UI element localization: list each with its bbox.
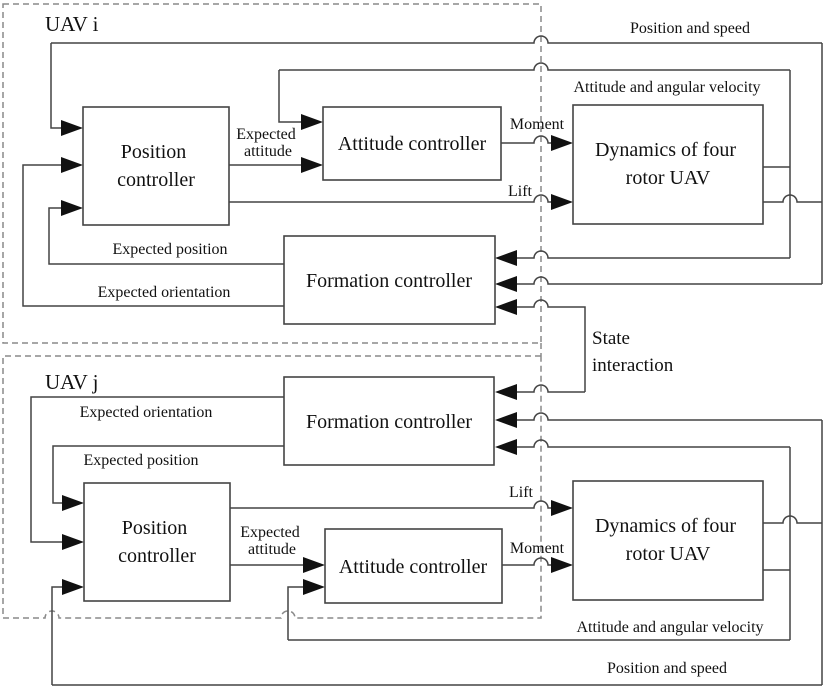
uav-j-position-controller-box <box>83 482 231 602</box>
uav-i-title: UAV i <box>45 12 99 36</box>
uav-i-position-controller-box <box>82 106 230 226</box>
arrow-moment-into-uav-j-dynamics <box>551 557 573 573</box>
arrow-into-uav-j-position-controller-mid <box>62 534 84 550</box>
arrow-into-uav-j-attitude-controller-top <box>303 557 325 573</box>
state-interaction-label: State interaction <box>592 328 674 376</box>
uav-j-position-speed-feedback-line <box>51 412 823 686</box>
uav-i-position-speed-feedback-line <box>50 35 823 285</box>
arrow-into-uav-j-formation-controller-bottom <box>495 439 517 455</box>
uav-i-attitude-controller-box <box>322 106 502 181</box>
uav-j-attitude-controller-label: Attitude controller <box>339 556 488 578</box>
uav-i-lift-line <box>229 194 551 203</box>
uav-i-formation-controller-label: Formation controller <box>306 270 472 292</box>
uav-i-position-controller-label: Position controller <box>117 141 195 191</box>
arrow-lift-into-uav-i-dynamics <box>551 194 573 210</box>
uav-i-arrowheads <box>61 114 573 315</box>
arrow-into-uav-i-position-controller-top <box>61 120 83 136</box>
uav-j-moment-label: Moment <box>510 540 565 557</box>
uav-j-expected-attitude-label: Expected attitude <box>240 524 304 558</box>
arrow-into-uav-i-formation-controller-bottom <box>495 299 517 315</box>
uav-i-attitude-controller-label: Attitude controller <box>338 133 487 155</box>
uav-j-expected-position-line <box>52 445 284 504</box>
uav-j-position-controller-label: Position controller <box>118 517 196 567</box>
uav-i-expected-orientation-line <box>22 164 284 307</box>
arrow-into-uav-j-attitude-controller-bottom <box>303 579 325 595</box>
arrow-into-uav-j-position-controller-bottom <box>62 579 84 595</box>
uav-i-formation-controller-box <box>283 235 496 325</box>
uav-i-expected-attitude-label: Expected attitude <box>236 126 300 160</box>
uav-i-boundary <box>2 3 542 344</box>
arrow-lift-into-uav-j-dynamics <box>551 500 573 516</box>
uav-j-lift-label: Lift <box>509 484 534 501</box>
uav-j-formation-controller-box <box>283 376 495 466</box>
uav-i-moment-line <box>501 135 551 144</box>
uav-j-boundary <box>2 355 542 619</box>
arrow-into-uav-j-formation-controller-mid <box>495 412 517 428</box>
arrow-into-uav-i-formation-controller-mid <box>495 276 517 292</box>
uav-i-moment-label: Moment <box>510 116 565 133</box>
arrow-moment-into-uav-i-dynamics <box>551 135 573 151</box>
uav-i-expected-position-label: Expected position <box>112 241 227 258</box>
uav-j-lift-line <box>230 500 551 509</box>
uav-j-arrowheads <box>62 384 573 595</box>
uav-i-attitude-feedback-line <box>278 62 791 259</box>
arrow-into-uav-i-position-controller-mid <box>61 157 83 173</box>
uav-j-position-speed-label: Position and speed <box>607 660 727 677</box>
uav-i-expected-position-line <box>48 207 284 265</box>
uav-j-moment-line <box>502 557 551 566</box>
uav-j-attitude-controller-box <box>324 528 503 604</box>
uav-j-attitude-feedback-line <box>287 439 791 641</box>
arrow-into-uav-i-attitude-controller-bottom <box>301 157 323 173</box>
uav-j-attitude-angular-velocity-label: Attitude and angular velocity <box>576 619 763 636</box>
arrow-into-uav-j-formation-controller-top <box>495 384 517 400</box>
arrow-into-uav-j-position-controller-top <box>62 495 84 511</box>
arrow-into-uav-i-formation-controller-top <box>495 250 517 266</box>
uav-i-dynamics-label: Dynamics of four rotor UAV <box>595 139 741 189</box>
uav-j-expected-orientation-line <box>30 396 284 543</box>
state-interaction-line <box>517 299 586 393</box>
uav-j-expected-position-label: Expected position <box>83 452 198 469</box>
uav-i-position-speed-label: Position and speed <box>630 20 750 37</box>
arrow-into-uav-i-position-controller-bottom <box>61 200 83 216</box>
uav-j-title: UAV j <box>45 370 99 394</box>
uav-i-dynamics-box <box>572 104 764 225</box>
uav-j-dynamics-box <box>572 480 764 601</box>
uav-j-formation-controller-label: Formation controller <box>306 411 472 433</box>
uav-i-attitude-angular-velocity-label: Attitude and angular velocity <box>573 79 760 96</box>
uav-i-expected-orientation-label: Expected orientation <box>98 284 231 301</box>
uav-j-expected-orientation-label: Expected orientation <box>80 404 213 421</box>
uav-j-dynamics-label: Dynamics of four rotor UAV <box>595 515 741 565</box>
arrow-into-uav-i-attitude-controller-top <box>301 114 323 130</box>
uav-i-lift-label: Lift <box>508 183 533 200</box>
